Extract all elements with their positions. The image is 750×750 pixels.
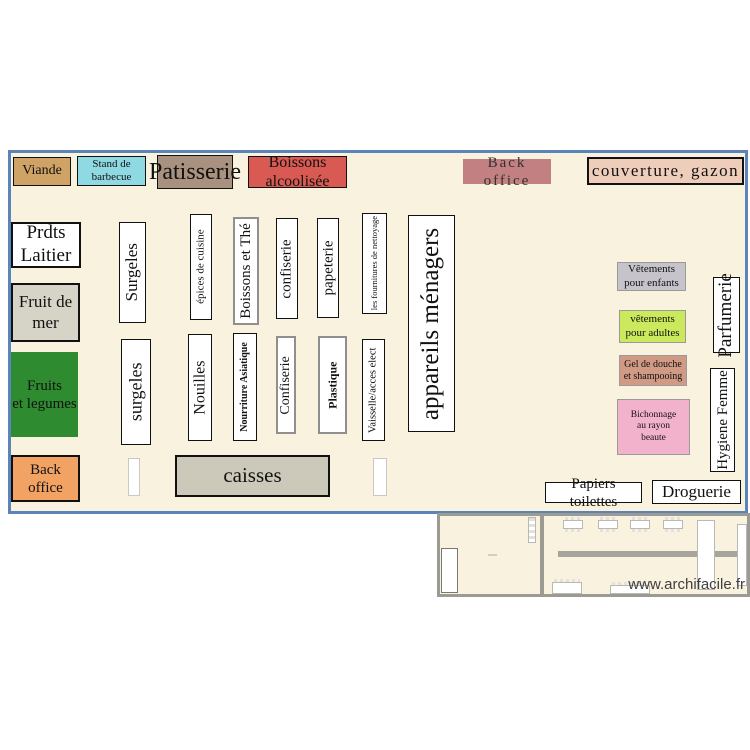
aisle-nourriture-asiatique: Nourriture Asiatique [233, 333, 257, 441]
aisle-label: Vaisselle/acces elect [367, 347, 379, 433]
zone-label: Vêtements pour enfants [624, 263, 679, 289]
zone-back-office-top: Back office [463, 155, 551, 189]
zone-label: couverture, gazon [591, 160, 740, 180]
aisle-label: appareils ménagers [417, 227, 445, 420]
aisle-parfumerie: Parfumerie [713, 273, 740, 357]
aisle-plastique: Plastique [318, 336, 347, 434]
table-icon [552, 579, 582, 594]
zone-label: caisses [223, 463, 282, 488]
aisle-label: Boissons et Thé [238, 223, 254, 319]
aisle-label: Surgeles [122, 243, 142, 302]
zone-boissons-alcoolisee: Boissons alcoolisée [248, 153, 347, 190]
zone-label: Viande [22, 163, 62, 179]
zone-bichonnage-beaute: Bichonnage au rayon beaute [617, 399, 690, 455]
checkout-lane-left [128, 458, 140, 496]
aisle-label: Confiserie [277, 355, 293, 415]
aisle-label: surgeles [125, 362, 146, 422]
aisle-label: Hygiene Femme [714, 370, 731, 470]
zone-label: Stand de barbecue [91, 157, 132, 183]
zone-label: Gel de douche et shampooing [623, 358, 683, 382]
annex-room-divider-wall [540, 516, 544, 594]
table-icon [610, 582, 650, 594]
zone-prdts-laitier: Prdts Laitier [11, 222, 81, 268]
zone-stand-de-barbecue: Stand de barbecue [77, 156, 146, 186]
zone-fruits-et-legumes: Fruits et legumes [11, 352, 78, 437]
zone-label: vêtements pour adultes [625, 313, 680, 339]
zone-caisses: caisses [175, 455, 330, 497]
zone-label: Fruits et legumes [12, 377, 77, 412]
aisle-confiserie-1: confiserie [276, 218, 298, 319]
aisle-label: papeterie [320, 240, 336, 296]
zone-droguerie: Droguerie [652, 480, 741, 504]
aisle-label: épices de cuisine [194, 229, 207, 305]
aisle-label: Nouilles [191, 360, 209, 415]
table-icon [598, 517, 618, 532]
annex-plan: www.archifacile.fr [437, 513, 750, 597]
zone-label: Droguerie [662, 481, 731, 501]
checkout-lane-right [373, 458, 387, 496]
zone-gel-douche-shampooing: Gel de douche et shampooing [619, 355, 687, 386]
aisle-confiserie-2: Confiserie [276, 336, 296, 434]
annex-edge-cabinet [737, 524, 747, 586]
zone-back-office-left: Back office [11, 455, 80, 502]
annex-cabinet [441, 548, 458, 593]
aisle-label: Parfumerie [715, 272, 737, 358]
zone-viande: Viande [13, 157, 71, 186]
aisle-fournitures-nettoyage: les fournitures de nettoyage [362, 213, 387, 314]
aisle-vaisselle-acces-elect: Vaisselle/acces elect [362, 339, 385, 441]
zone-vetements-adultes: vêtements pour adultes [619, 310, 686, 343]
zone-label: Bichonnage au rayon beaute [630, 409, 677, 443]
annex-shelf-icon [528, 517, 536, 543]
aisle-papeterie: papeterie [317, 218, 339, 318]
aisle-surgeles-1: Surgeles [119, 222, 146, 323]
watermark: www.archifacile.fr [628, 576, 745, 593]
zone-vetements-enfants: Vêtements pour enfants [617, 262, 686, 291]
annex-counter-bar [558, 551, 742, 557]
annex-tiny-label-mark [488, 554, 497, 556]
zone-label: Prdts Laitier [20, 222, 72, 266]
zone-label: Back office [28, 461, 63, 496]
zone-label: Fruit de mer [18, 292, 73, 332]
zone-label: Papiers toilettes [569, 475, 618, 510]
aisle-nouilles: Nouilles [188, 334, 212, 441]
aisle-label: les fournitures de nettoyage [369, 216, 380, 311]
zone-label: Patisserie [149, 158, 241, 185]
annex-tall-cabinet [697, 520, 715, 590]
floor-plan: Viande Stand de barbecue Patisserie Bois… [8, 150, 748, 514]
aisle-hygiene-femme: Hygiene Femme [710, 368, 735, 472]
aisle-epices-de-cuisine: épices de cuisine [190, 214, 212, 320]
aisle-label: confiserie [279, 238, 296, 299]
zone-fruit-de-mer: Fruit de mer [11, 283, 80, 342]
aisle-label: Plastique [325, 361, 340, 409]
aisle-boissons-et-the: Boissons et Thé [233, 217, 259, 325]
table-icon [563, 517, 583, 532]
zone-papiers-toilettes: Papiers toilettes [545, 476, 642, 510]
table-icon [630, 517, 650, 532]
aisle-surgeles-2: surgeles [121, 339, 151, 445]
zone-label: Back office [483, 154, 531, 189]
aisle-appareils-menagers: appareils ménagers [408, 215, 455, 432]
zone-couverture-gazon: couverture, gazon [587, 157, 744, 185]
aisle-label: Nourriture Asiatique [239, 342, 251, 432]
zone-patisserie: Patisserie [149, 155, 241, 189]
zone-label: Boissons alcoolisée [265, 153, 330, 190]
table-icon [663, 517, 683, 532]
